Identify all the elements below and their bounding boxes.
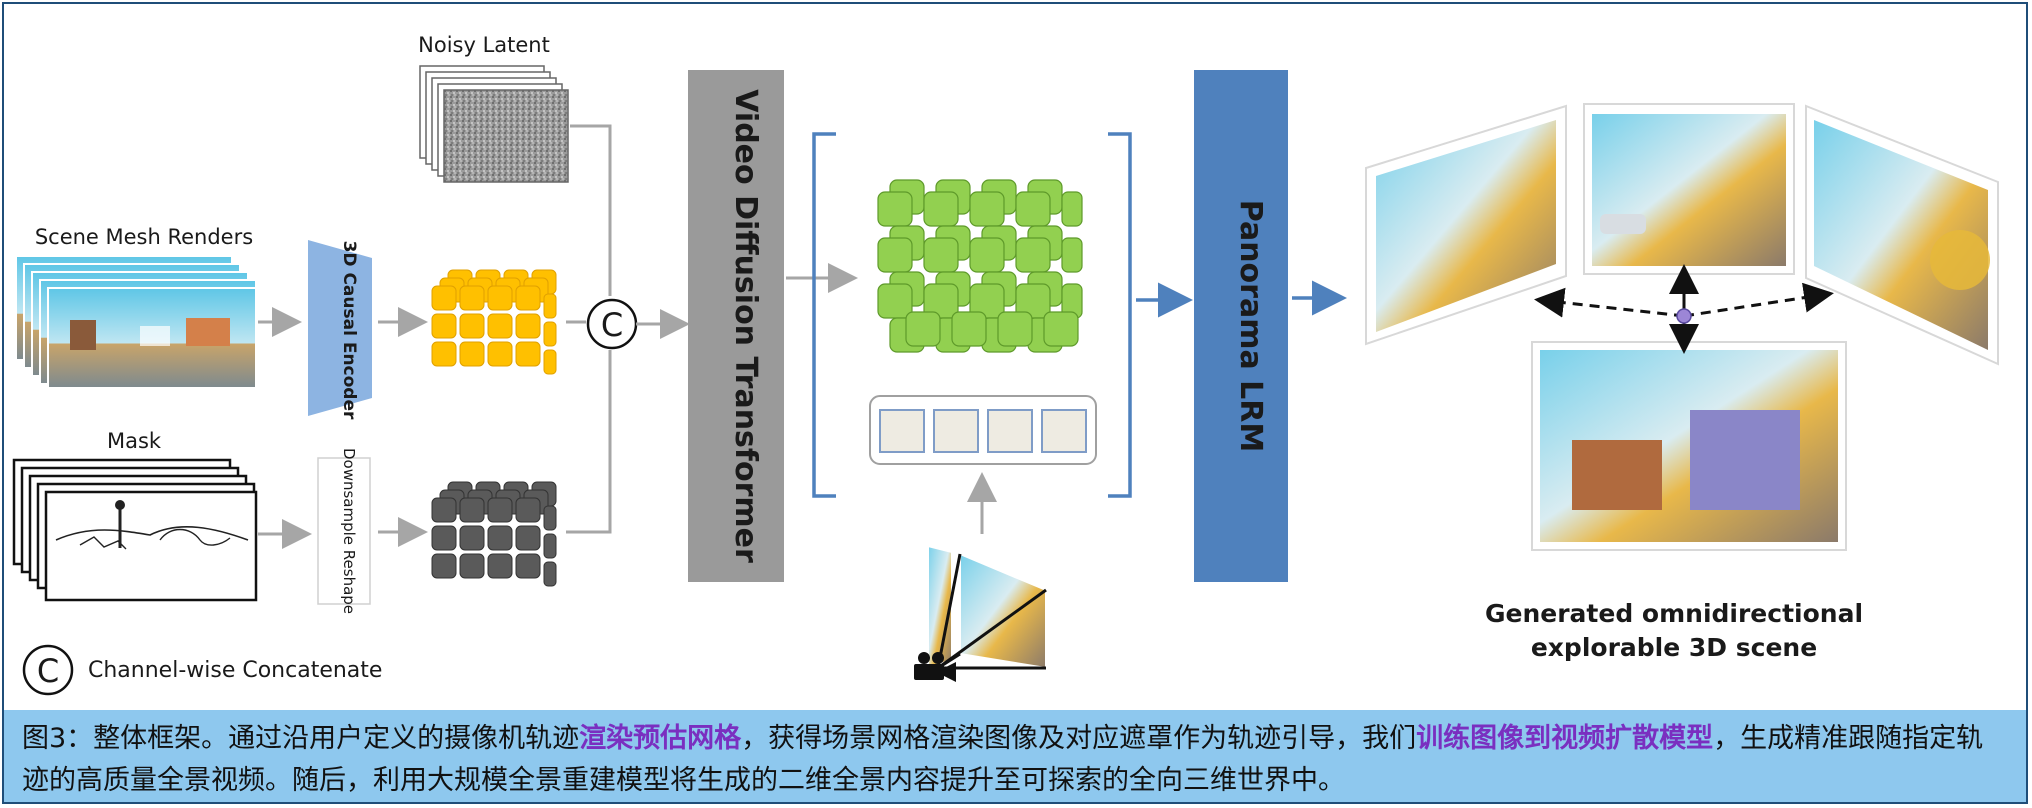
concat-legend: C Channel-wise Concatenate (22, 644, 382, 696)
orange-token-cube (431, 269, 557, 375)
legend-symbol: C (37, 652, 59, 690)
output-label-line2: explorable 3D scene (1531, 633, 1817, 662)
encoder-label: 3D Causal Encoder (339, 241, 359, 420)
caption-text-1: 图3：整体框架。通过沿用户定义的摄像机轨迹 (22, 723, 580, 754)
vdt-block: Video Diffusion Transformer (688, 70, 784, 582)
mask-label: Mask (107, 429, 162, 453)
vdt-label: Video Diffusion Transformer (728, 89, 763, 563)
navigation-cross (1534, 264, 1834, 354)
lrm-block: Panorama LRM (1194, 70, 1288, 582)
concat-node: C (586, 298, 638, 350)
camera-token-bar (869, 395, 1097, 465)
mask-stack (12, 458, 258, 602)
downsample-label: Downsample Reshape (340, 448, 358, 614)
scene-mesh-renders-stack (15, 255, 257, 389)
caption-text-2: ，获得场景网格渲染图像及对应遮罩作为轨迹引导，我们 (741, 723, 1417, 754)
output-label-line1: Generated omnidirectional (1485, 599, 1863, 628)
caption-highlight-2: 训练图像到视频扩散模型 (1416, 723, 1714, 754)
output-scene-views (1365, 103, 1999, 551)
figure-caption: 图3：整体框架。通过沿用户定义的摄像机轨迹渲染预估网格，获得场景网格渲染图像及对… (4, 710, 2026, 802)
encoder-block: 3D Causal Encoder (308, 240, 372, 420)
noisy-latent-stack (419, 65, 569, 183)
legend-label: Channel-wise Concatenate (88, 658, 382, 683)
architecture-diagram: Noisy Latent Scene Mesh Renders Mask (12, 33, 1999, 696)
gray-token-cube (431, 481, 557, 587)
caption-text-3: ，生成精准跟随指定轨迹的高质量全景视频。随后，利用大规模全景重建模型将生成的二维… (22, 723, 1984, 796)
concat-symbol: C (601, 306, 623, 344)
green-token-cube (877, 179, 1083, 353)
scene-mesh-renders-label: Scene Mesh Renders (35, 225, 253, 249)
noisy-latent-label: Noisy Latent (418, 33, 550, 57)
camera-frustum (927, 544, 1047, 670)
downsample-block: Downsample Reshape (317, 448, 371, 614)
caption-highlight-1: 渲染预估网格 (579, 723, 742, 754)
latent-brackets (812, 132, 1132, 498)
video-camera-icon (914, 652, 956, 682)
lrm-label: Panorama LRM (1233, 200, 1268, 452)
concat-connectors (566, 124, 612, 534)
